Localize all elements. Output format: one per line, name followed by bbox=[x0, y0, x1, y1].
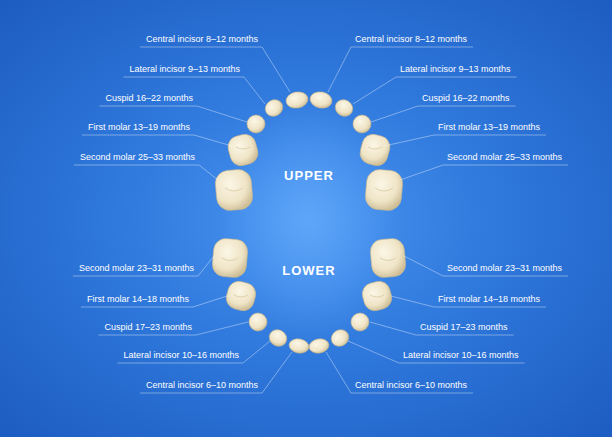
leader-line bbox=[196, 322, 248, 335]
leader-line bbox=[140, 393, 262, 394]
tooth-label: First molar 14–18 months bbox=[87, 294, 189, 305]
leader-line bbox=[348, 341, 399, 363]
tooth-label: Cuspid 16–22 months bbox=[105, 93, 193, 104]
leader-line bbox=[443, 165, 568, 166]
leader-line bbox=[82, 135, 194, 136]
leader-line bbox=[434, 307, 546, 308]
leader-line bbox=[384, 135, 434, 146]
leader-line bbox=[434, 135, 546, 136]
leader-line bbox=[199, 165, 218, 180]
leader-line bbox=[197, 106, 247, 122]
tooth-label: Second molar 25–33 months bbox=[80, 152, 195, 163]
tooth-label: Second molar 23–31 months bbox=[79, 263, 194, 274]
upper-teeth bbox=[214, 90, 403, 211]
tooth-label: Second molar 25–33 months bbox=[447, 152, 562, 163]
tooth-label: First molar 13–19 months bbox=[438, 122, 540, 133]
leader-line bbox=[326, 352, 351, 393]
leader-line bbox=[243, 341, 270, 363]
leader-line bbox=[418, 106, 516, 107]
leader-line bbox=[416, 335, 514, 336]
leader-line bbox=[73, 276, 198, 277]
leader-line bbox=[262, 47, 290, 92]
leader-line bbox=[140, 47, 262, 48]
jaw-label: UPPER bbox=[284, 168, 334, 183]
center-glow bbox=[219, 102, 399, 342]
leader-line bbox=[351, 393, 473, 394]
tooth-label: Cuspid 17–23 months bbox=[104, 322, 192, 333]
tooth-label: Cuspid 16–22 months bbox=[422, 93, 510, 104]
tooth-label: Second molar 23–31 months bbox=[447, 263, 562, 274]
lower-teeth bbox=[211, 238, 406, 355]
tooth-label: Central incisor 8–12 months bbox=[146, 34, 258, 45]
leader-line bbox=[400, 165, 443, 180]
leader-line bbox=[443, 276, 568, 277]
tooth-label: Central incisor 6–10 months bbox=[355, 380, 467, 391]
leader-line bbox=[371, 106, 418, 122]
leader-line bbox=[262, 352, 292, 393]
molar-grooves bbox=[222, 147, 396, 297]
leader-line bbox=[399, 363, 525, 364]
leader-line bbox=[351, 47, 473, 48]
leader-line bbox=[370, 322, 416, 335]
leader-line bbox=[81, 307, 193, 308]
leader-line bbox=[98, 335, 196, 336]
leader-line bbox=[193, 296, 227, 307]
tooth-label: Cuspid 17–23 months bbox=[420, 322, 508, 333]
tooth-label: Lateral incisor 10–16 months bbox=[123, 350, 239, 361]
leader-line bbox=[198, 256, 214, 276]
leader-line bbox=[117, 363, 243, 364]
tooth-label: Lateral incisor 10–16 months bbox=[403, 350, 519, 361]
tooth-label: First molar 14–18 months bbox=[438, 294, 540, 305]
leader-line bbox=[396, 77, 517, 78]
leader-line bbox=[194, 135, 232, 146]
leader-line bbox=[244, 77, 265, 104]
jaw-label: LOWER bbox=[282, 263, 335, 278]
leader-line bbox=[328, 47, 351, 92]
tooth-label: Lateral incisor 9–13 months bbox=[400, 64, 511, 75]
leader-line bbox=[123, 77, 244, 78]
leader-line bbox=[99, 106, 197, 107]
tooth-label: Central incisor 8–12 months bbox=[355, 34, 467, 45]
tooth-label: Lateral incisor 9–13 months bbox=[129, 64, 240, 75]
tooth-label: Central incisor 6–10 months bbox=[146, 380, 258, 391]
leader-line bbox=[404, 256, 443, 276]
tooth-label: First molar 13–19 months bbox=[88, 122, 190, 133]
leader-line bbox=[353, 77, 396, 104]
leader-line bbox=[74, 165, 199, 166]
leader-line bbox=[391, 296, 434, 307]
